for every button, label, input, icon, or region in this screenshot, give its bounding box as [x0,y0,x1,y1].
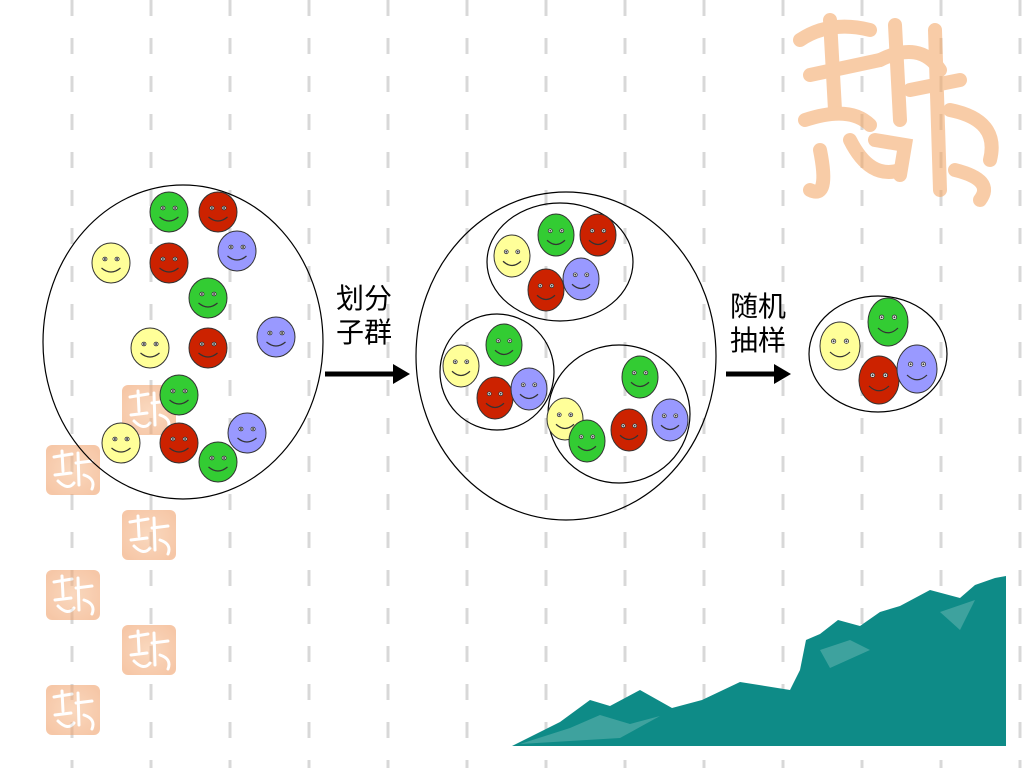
cluster-b-circle [439,313,555,431]
smiley-face-icon [621,355,659,399]
step1-line1: 划分 [336,282,393,315]
smiley-face-icon [149,191,189,233]
smiley-face-icon [217,230,257,272]
smiley-face-icon [527,268,565,312]
population-circle [42,184,324,500]
cluster-a-circle [486,202,634,322]
smiley-face-icon [568,419,606,463]
smiley-face-icon [101,422,141,464]
smiley-face-icon [188,327,228,369]
smiley-face-icon [562,257,600,301]
arrow-right-icon [325,364,410,384]
seal-stamp-icon [46,685,100,735]
seal-stamp-icon [46,570,100,620]
smiley-face-icon [510,367,548,411]
smiley-face-icon [149,242,189,284]
smiley-face-icon [476,376,514,420]
subgroups-circle [415,191,717,521]
smiley-face-icon [493,234,531,278]
small-seal-stamps [46,385,176,735]
arrow-right-icon [726,364,791,384]
step1-label: 划分 子群 [336,282,392,350]
smiley-face-icon [819,321,861,371]
sample-circle [808,295,948,413]
smiley-face-icon [198,441,238,483]
smiley-face-icon [91,242,131,284]
smiley-face-icon [159,374,199,416]
smiley-face-icon [130,327,170,369]
smiley-face-icon [867,297,909,347]
smiley-face-icon [198,191,238,233]
step1-line2: 子群 [336,316,393,349]
smiley-face-icon [227,412,267,454]
mountain-highlight [520,600,975,744]
smiley-face-icon [256,316,296,358]
calligraphy-seal-large [793,13,999,207]
smiley-face-icon [159,422,199,464]
smiley-faces [91,191,938,483]
smiley-face-icon [610,408,648,452]
smiley-face-icon [896,344,938,394]
smiley-face-icon [579,213,617,257]
smiley-face-icon [537,213,575,257]
smiley-face-icon [651,398,689,442]
smiley-face-icon [442,344,480,388]
mountain-decoration [512,576,1006,746]
step2-line2: 抽样 [730,324,787,357]
smiley-face-icon [858,355,900,405]
smiley-face-icon [485,323,523,367]
step2-line1: 随机 [730,290,787,323]
seal-stamp-icon [122,625,176,675]
seal-stamp-icon [122,510,176,560]
seal-stamp-icon [46,445,100,495]
smiley-face-icon [188,277,228,319]
step2-label: 随机 抽样 [730,290,786,358]
